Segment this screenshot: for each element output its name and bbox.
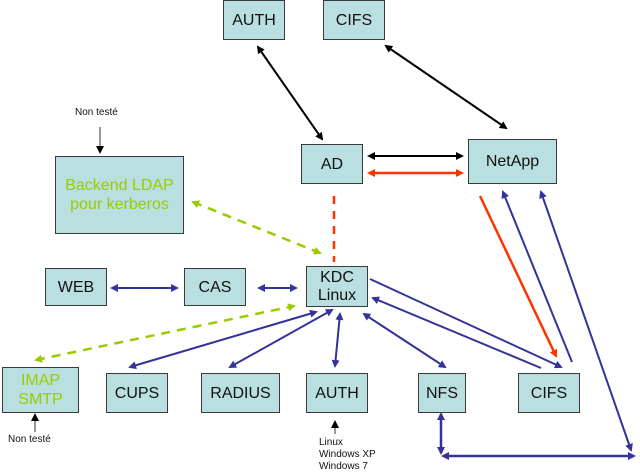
- node-auth-top[interactable]: AUTH: [223, 0, 285, 40]
- node-cups[interactable]: CUPS: [106, 373, 168, 413]
- node-label: NetApp: [485, 153, 540, 170]
- node-auth-bottom[interactable]: AUTH: [306, 373, 368, 413]
- node-label: WEB: [57, 278, 95, 296]
- node-netapp[interactable]: NetApp: [468, 139, 557, 184]
- node-cifs-top[interactable]: CIFS: [323, 0, 385, 40]
- link-cifs-netapp: [384, 44, 508, 130]
- node-cas[interactable]: CAS: [184, 268, 246, 306]
- node-label-line2: SMTP: [18, 391, 63, 408]
- auth-clients-list: Linux Windows XP Windows 7: [319, 437, 376, 473]
- imap-untested-note: Non testé: [8, 434, 51, 445]
- node-label: AD: [320, 155, 344, 173]
- node-label-line2: Linux: [317, 286, 357, 304]
- ldap-untested-note: Non testé: [75, 107, 118, 118]
- node-label: NFS: [426, 384, 458, 402]
- node-label: CAS: [198, 278, 232, 296]
- link-kdc-radius: [228, 309, 334, 368]
- client-linux: Linux: [319, 437, 343, 448]
- link-ldap-kdc: [191, 200, 322, 255]
- node-label-line2: pour kerberos: [70, 196, 169, 213]
- node-label: RADIUS: [210, 384, 271, 402]
- node-web[interactable]: WEB: [45, 268, 107, 306]
- node-label-line1: IMAP: [20, 372, 61, 389]
- node-label-line1: Backend LDAP: [65, 177, 174, 194]
- node-label: CIFS: [530, 384, 568, 402]
- link-auth-ad: [256, 45, 324, 141]
- node-nfs[interactable]: NFS: [418, 373, 466, 413]
- client-windows-xp: Windows XP: [319, 449, 376, 460]
- node-backend-ldap[interactable]: Backend LDAP pour kerberos: [55, 156, 184, 234]
- link-netapp-cifs-red: [478, 195, 558, 358]
- client-windows-7: Windows 7: [319, 461, 368, 472]
- link-cifs-kdc-b: [371, 296, 542, 369]
- node-cifs-bottom[interactable]: CIFS: [518, 373, 580, 413]
- link-kdc-cifs-a: [369, 278, 563, 369]
- link-kdc-cups: [128, 309, 318, 370]
- node-label-line1: KDC: [320, 268, 354, 286]
- link-cifs-netapp-a: [501, 190, 573, 363]
- node-label: AUTH: [232, 11, 276, 29]
- link-kdc-auth: [331, 312, 344, 368]
- link-kdc-nfs: [362, 312, 447, 369]
- node-radius[interactable]: RADIUS: [201, 373, 280, 413]
- node-imap-smtp[interactable]: IMAP SMTP: [2, 367, 79, 413]
- node-ad[interactable]: AD: [301, 144, 363, 184]
- link-nfs-netapp: [539, 190, 633, 452]
- node-label: CUPS: [114, 384, 160, 402]
- node-label: AUTH: [315, 384, 359, 402]
- node-label: CIFS: [335, 11, 373, 29]
